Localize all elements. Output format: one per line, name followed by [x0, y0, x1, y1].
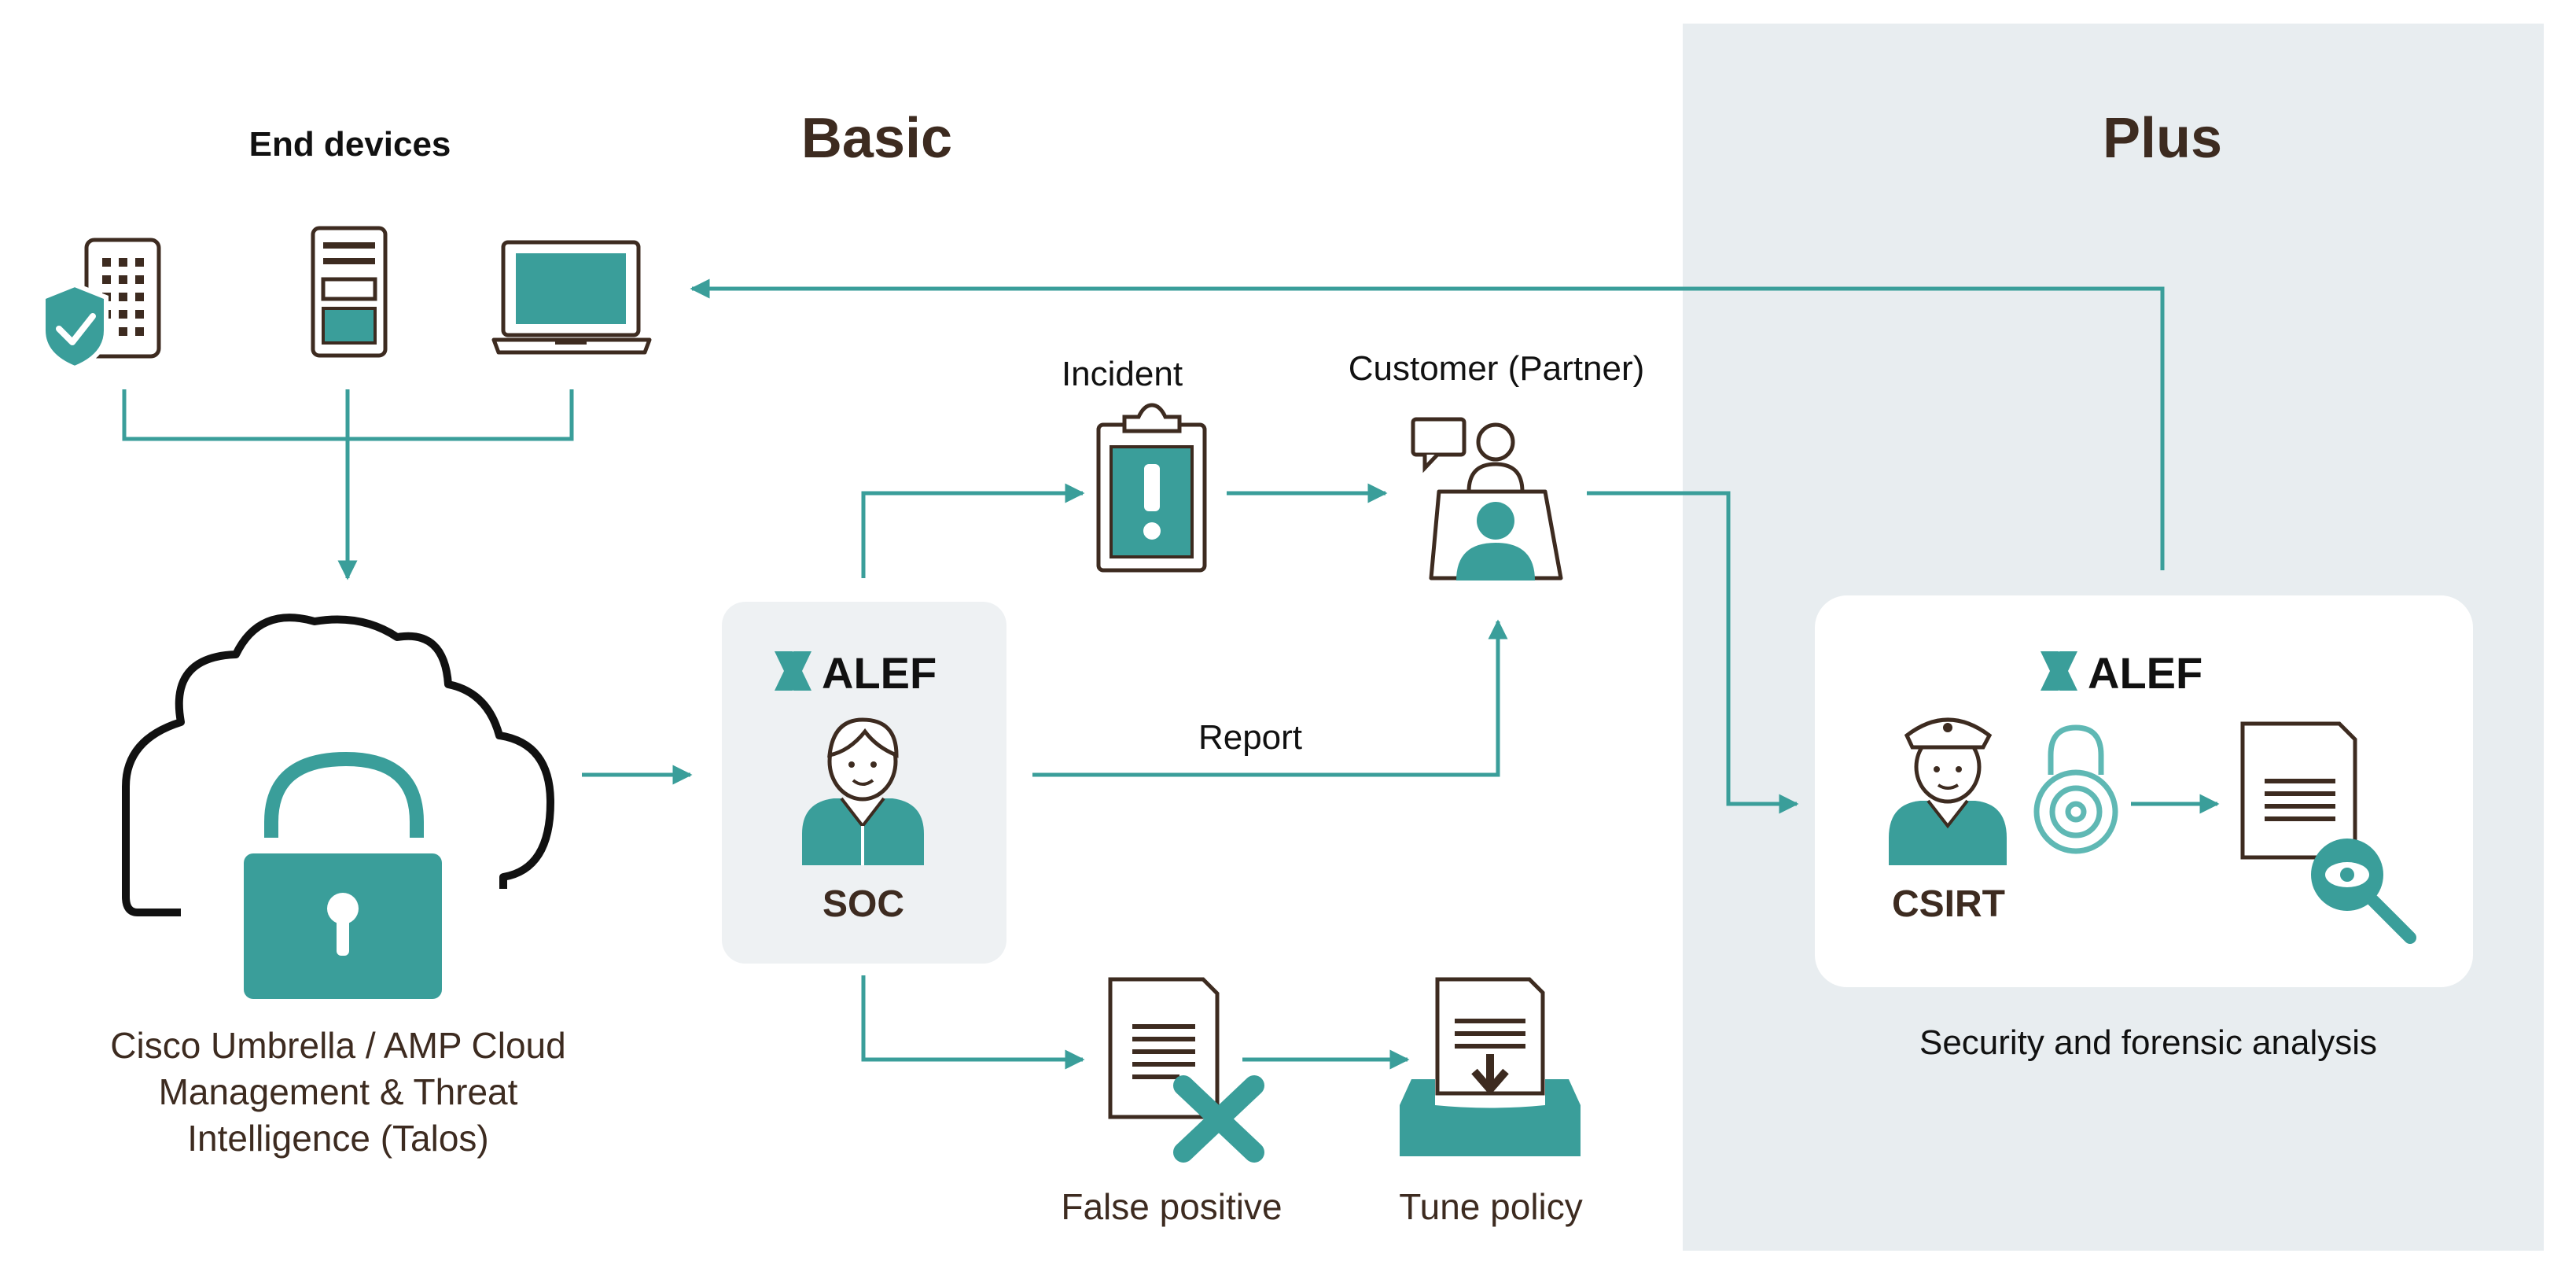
incident-label: Incident — [1062, 355, 1183, 393]
cloud-label-line3: Intelligence (Talos) — [187, 1118, 489, 1159]
customer-to-csirt-arrow — [1587, 491, 1799, 814]
soc-label: SOC — [822, 883, 904, 925]
cloud-label-line1: Cisco Umbrella / AMP Cloud — [110, 1025, 565, 1066]
shield-icon — [41, 282, 109, 371]
csirt-box — [1815, 595, 2473, 987]
plus-title: Plus — [2103, 107, 2222, 170]
csirt-label: CSIRT — [1892, 883, 2005, 925]
basic-title: Basic — [801, 107, 952, 170]
server-icon — [311, 226, 388, 358]
soc-to-incident-arrow — [861, 483, 1085, 578]
csirt-officer-icon — [1889, 717, 2007, 865]
end-devices-title: End devices — [249, 125, 451, 164]
cloud-lock-icon — [122, 614, 554, 999]
cloud-label-line2: Management & Threat — [159, 1071, 518, 1112]
soc-brand: ALEF — [822, 648, 937, 698]
customer-label: Customer (Partner) — [1349, 349, 1645, 388]
clipboard-alert-icon — [1096, 403, 1207, 573]
csirt-alef-logo: ALEF — [2041, 648, 2202, 698]
false-positive-label: False positive — [1061, 1186, 1282, 1227]
report-label: Report — [1198, 718, 1302, 757]
inbox-download-icon — [1400, 977, 1581, 1156]
padlock-icon — [2033, 724, 2118, 854]
customer-desk-icon — [1411, 417, 1563, 581]
security-forensic-label: Security and forensic analysis — [1919, 1023, 2377, 1062]
connectors — [122, 278, 2220, 1070]
tune-policy-label: Tune policy — [1399, 1186, 1583, 1227]
soc-alef-logo: ALEF — [775, 648, 937, 698]
laptop-icon — [491, 240, 652, 355]
csirt-to-devices-arrow — [690, 278, 2165, 570]
csirt-brand: ALEF — [2088, 648, 2202, 698]
document-search-icon — [2240, 721, 2416, 944]
report-arrow — [1032, 619, 1508, 777]
soc-to-false-positive-arrow — [861, 975, 1085, 1070]
soc-agent-icon — [802, 717, 924, 865]
document-x-icon — [1108, 977, 1264, 1163]
